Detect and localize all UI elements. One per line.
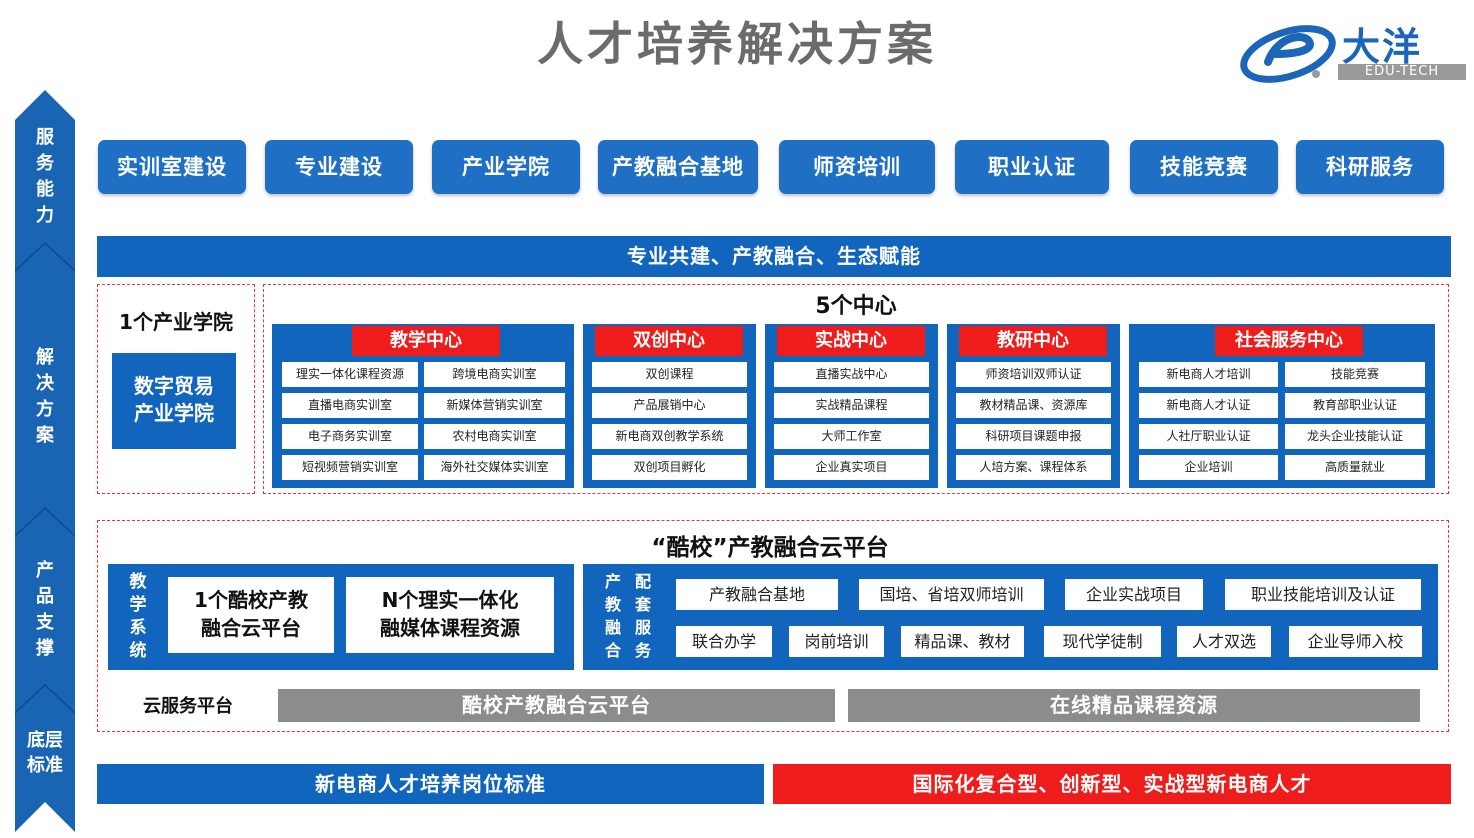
support-item[interactable]: 人才双选	[1177, 626, 1271, 657]
solution-banner: 专业共建、产教融合、生态赋能	[97, 236, 1451, 277]
service-research[interactable]: 科研服务	[1296, 140, 1444, 194]
service-integration-base[interactable]: 产教融合基地	[598, 140, 758, 194]
industry-college-name-line1: 数字贸易	[134, 374, 214, 398]
cloud-platform-line1: 1个酷校产教	[194, 588, 308, 612]
sidebar-segment-label: 服务能力	[36, 127, 54, 226]
industry-college-heading: 1个产业学院	[119, 310, 233, 334]
cloud-platform-line2: 融合云平台	[201, 616, 301, 640]
center-item: 海外社交媒体实训室	[424, 455, 565, 480]
center-social-service: 社会服务中心 新电商人才培训 技能竞赛 新电商人才认证 教育部职业认证 人社厅职…	[1129, 324, 1435, 488]
sidebar-arrow	[15, 90, 75, 832]
support-item[interactable]: 职业技能培训及认证	[1225, 579, 1421, 610]
sidebar-segment-label: 解决方案	[36, 347, 54, 446]
center-item: 短视频营销实训室	[282, 455, 418, 480]
centers-heading: 5个中心	[815, 294, 897, 319]
center-item: 农村电商实训室	[424, 424, 565, 449]
center-item: 技能竞赛	[1285, 362, 1425, 387]
teaching-system-panel: 教学系统 1个酷校产教 融合云平台 N个理实一体化 融媒体课程资源	[108, 564, 574, 670]
center-innovation: 双创中心 双创课程 产品展销中心 新电商双创教学系统 双创项目孵化	[583, 324, 756, 488]
center-item: 大师工作室	[774, 424, 929, 449]
center-item: 新媒体营销实训室	[424, 393, 565, 418]
logo-cn-text: 大洋	[1342, 25, 1423, 69]
sidebar-segment-standard: 底层标准	[18, 728, 72, 778]
sidebar-segment-solution: 解决方案	[22, 345, 68, 449]
industry-college-name-line2: 产业学院	[134, 401, 214, 425]
support-label-col2: 配套服务	[634, 572, 651, 660]
cloud-platform-bar[interactable]: 酷校产教融合云平台	[278, 689, 835, 722]
page-title: 人才培养解决方案	[537, 17, 937, 71]
support-item[interactable]: 产教融合基地	[676, 579, 838, 610]
center-teaching: 教学中心 理实一体化课程资源 跨境电商实训室 直播电商实训室 新媒体营销实训室 …	[272, 324, 574, 488]
course-resource-line2: 融媒体课程资源	[380, 616, 520, 640]
e-swoosh-icon	[1240, 25, 1336, 83]
centers-panel	[263, 284, 1449, 494]
center-item: 师资培训双师认证	[956, 362, 1111, 387]
sidebar-segment-product: 产品支撑	[22, 558, 68, 662]
center-tab[interactable]: 双创中心	[595, 326, 743, 356]
service-major-construction[interactable]: 专业建设	[265, 140, 413, 194]
support-item[interactable]: 企业导师入校	[1289, 626, 1422, 657]
support-item[interactable]: 现代学徒制	[1044, 626, 1161, 657]
center-item: 新电商双创教学系统	[592, 424, 747, 449]
service-teacher-training[interactable]: 师资培训	[779, 140, 935, 194]
industry-college-card[interactable]: 数字贸易 产业学院	[112, 353, 236, 449]
brand-logo: 大洋 EDU-TECH	[1238, 14, 1468, 84]
center-item: 新电商人才认证	[1139, 393, 1278, 418]
center-research: 教研中心 师资培训双师认证 教材精品课、资源库 科研项目课题申报 人培方案、课程…	[947, 324, 1120, 488]
center-item: 直播电商实训室	[282, 393, 418, 418]
support-item[interactable]: 国培、省培双师培训	[859, 579, 1044, 610]
service-vocational-cert[interactable]: 职业认证	[955, 140, 1109, 194]
platform-panel	[97, 520, 1449, 732]
course-resource-line1: N个理实一体化	[381, 588, 519, 612]
center-tab[interactable]: 教学中心	[352, 326, 500, 356]
cloud-service-label: 云服务平台	[143, 696, 233, 717]
platform-heading: “酷校”产教融合云平台	[651, 535, 889, 561]
service-industry-college[interactable]: 产业学院	[432, 140, 580, 194]
service-skill-competition[interactable]: 技能竞赛	[1130, 140, 1278, 194]
service-lab-construction[interactable]: 实训室建设	[98, 140, 246, 194]
standard-bar: 新电商人才培养岗位标准	[97, 764, 764, 804]
center-item: 理实一体化课程资源	[282, 362, 418, 387]
teaching-system-label: 教学系统	[129, 572, 147, 661]
support-item[interactable]: 岗前培训	[789, 626, 884, 657]
center-item: 产品展销中心	[592, 393, 747, 418]
center-item: 企业培训	[1139, 455, 1278, 480]
center-tab[interactable]: 教研中心	[959, 326, 1107, 356]
industry-college-panel	[97, 284, 255, 494]
center-item: 直播实战中心	[774, 362, 929, 387]
center-item: 人社厅职业认证	[1139, 424, 1278, 449]
sidebar-segment-label: 产品支撑	[36, 560, 54, 659]
talent-goal-bar: 国际化复合型、创新型、实战型新电商人才	[773, 764, 1451, 804]
support-label-col1: 产教融合	[604, 572, 621, 660]
center-item: 龙头企业技能认证	[1285, 424, 1425, 449]
sidebar-segment-service: 服务能力	[22, 125, 68, 229]
center-item: 高质量就业	[1285, 455, 1425, 480]
online-course-bar[interactable]: 在线精品课程资源	[848, 689, 1420, 722]
support-item[interactable]: 精品课、教材	[901, 626, 1024, 657]
center-item: 新电商人才培训	[1139, 362, 1278, 387]
center-item: 人培方案、课程体系	[956, 455, 1111, 480]
logo-en-text: EDU-TECH	[1338, 64, 1466, 80]
center-item: 电子商务实训室	[282, 424, 418, 449]
center-item: 科研项目课题申报	[956, 424, 1111, 449]
support-item[interactable]: 联合办学	[676, 626, 772, 657]
center-tab[interactable]: 社会服务中心	[1215, 326, 1363, 356]
center-practice: 实战中心 直播实战中心 实战精品课程 大师工作室 企业真实项目	[765, 324, 938, 488]
center-item: 双创项目孵化	[592, 455, 747, 480]
center-item: 教育部职业认证	[1285, 393, 1425, 418]
support-item[interactable]: 企业实战项目	[1065, 579, 1203, 610]
center-item: 企业真实项目	[774, 455, 929, 480]
center-item: 双创课程	[592, 362, 747, 387]
sidebar-segment-label: 底层标准	[27, 730, 63, 776]
center-item: 跨境电商实训室	[424, 362, 565, 387]
center-item: 实战精品课程	[774, 393, 929, 418]
center-tab[interactable]: 实战中心	[777, 326, 925, 356]
support-services-panel: 产教融合 配套服务 产教融合基地 国培、省培双师培训 企业实战项目 职业技能培训…	[583, 564, 1438, 670]
cloud-platform-card[interactable]: 1个酷校产教 融合云平台	[168, 577, 334, 653]
course-resource-card[interactable]: N个理实一体化 融媒体课程资源	[346, 577, 554, 653]
center-item: 教材精品课、资源库	[956, 393, 1111, 418]
